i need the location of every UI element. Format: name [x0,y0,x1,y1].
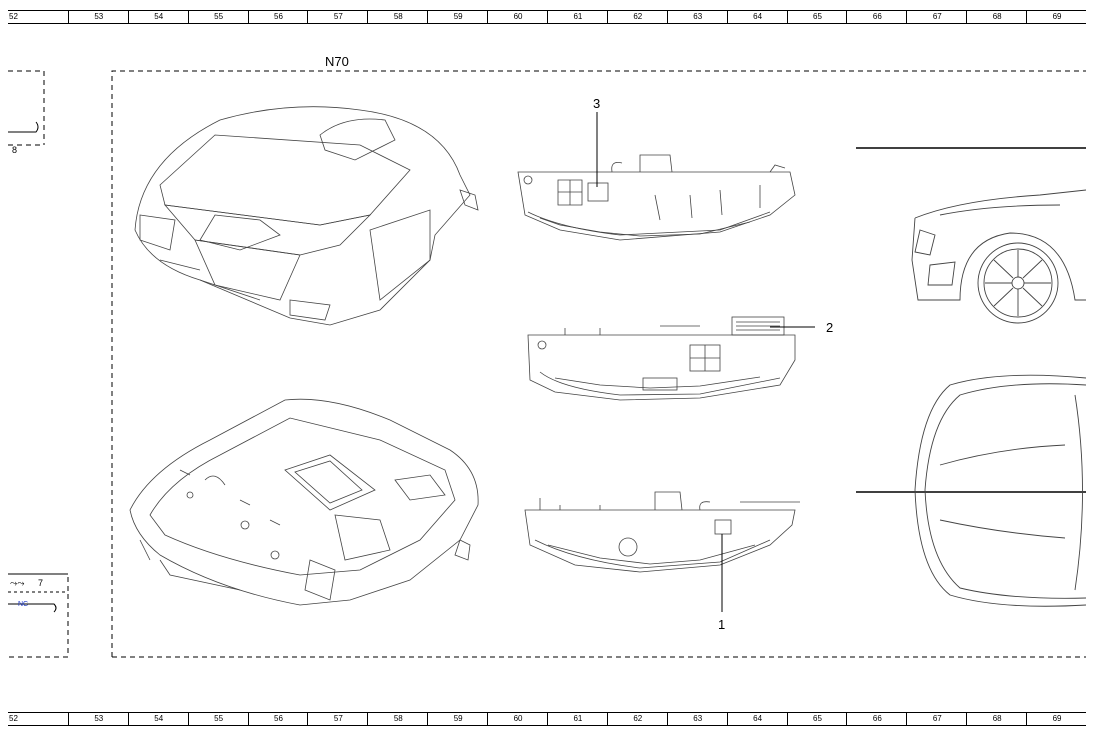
callout-2: 2 [826,320,834,335]
ruler-column-61: 61 [547,713,608,725]
callout-3: 3 [593,96,601,111]
ref-contact-top [8,121,39,133]
ruler-column-63: 63 [666,11,728,23]
ruler-column-54: 54 [127,11,189,23]
ref-box-top [8,70,45,146]
left-ref-bottom-number: 7 [38,578,44,588]
ref-contact-bottom [8,603,57,613]
ruler-column-56: 56 [247,713,309,725]
vehicle-top-view [914,374,1087,607]
ruler-column-69: 69 [1026,11,1087,23]
ruler-column-63: 63 [666,713,728,725]
ruler-column-52: 52 [9,714,18,723]
ruler-column-65: 65 [786,713,848,725]
ruler-column-53: 53 [67,713,129,725]
switch-symbol: ⤳⤳ [10,578,25,588]
ruler-column-62: 62 [606,713,668,725]
component-label: N70 [325,54,349,69]
overhead-control-panel-bottom-view [129,398,479,606]
ruler-column-52: 52 [9,12,18,21]
component-frame [111,70,1086,658]
ruler-column-58: 58 [367,713,428,725]
ruler-column-66: 66 [846,11,907,23]
ruler-column-58: 58 [367,11,428,23]
vehicle-side-view [911,189,1087,324]
ruler-column-54: 54 [127,713,189,725]
side-view-top [517,154,796,241]
ruler-column-60: 60 [487,11,548,23]
ruler-column-57: 57 [307,11,368,23]
callout-1: 1 [718,617,726,632]
ruler-column-67: 67 [906,11,967,23]
ruler-column-68: 68 [966,713,1027,725]
overhead-control-panel-top-view [134,106,479,326]
ruler-column-57: 57 [307,713,368,725]
ruler-column-55: 55 [187,11,249,23]
ruler-column-60: 60 [487,713,548,725]
ruler-column-59: 59 [427,11,488,23]
ruler-column-64: 64 [726,713,788,725]
left-ref-top-number: 8 [12,145,18,155]
side-view-bottom [524,491,800,573]
ruler-column-61: 61 [547,11,608,23]
ruler-column-64: 64 [726,11,788,23]
side-view-middle [527,316,796,401]
ruler-column-55: 55 [187,713,249,725]
ruler-column-56: 56 [247,11,309,23]
ruler-column-67: 67 [906,713,967,725]
ruler-column-65: 65 [786,11,848,23]
ruler-column-66: 66 [846,713,907,725]
ruler-column-62: 62 [606,11,668,23]
ruler-column-59: 59 [427,713,488,725]
ruler-column-69: 69 [1026,713,1087,725]
nc-label: NC [18,601,29,608]
ruler-column-53: 53 [67,11,129,23]
ruler-column-68: 68 [966,11,1027,23]
